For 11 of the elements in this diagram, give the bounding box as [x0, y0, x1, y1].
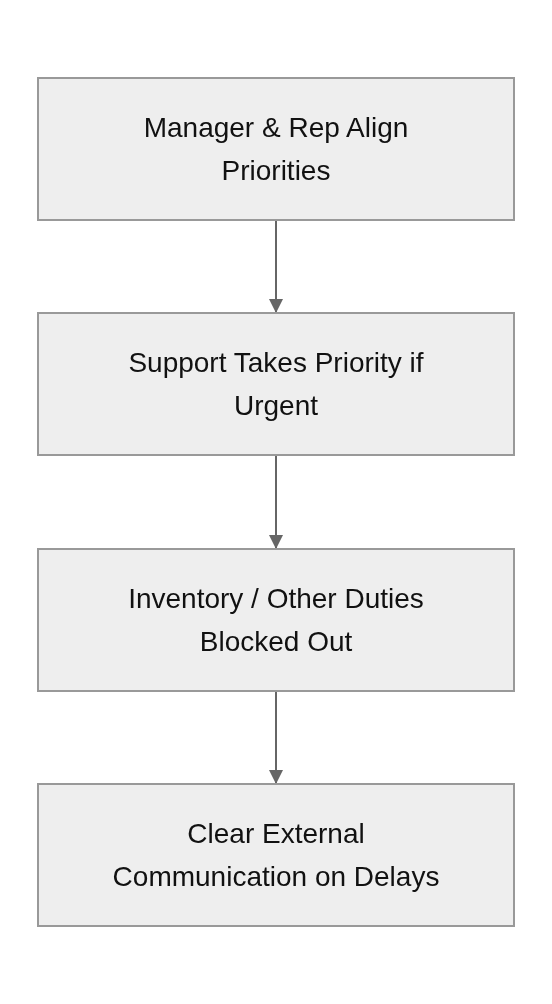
box-label: Manager & Rep Align Priorities: [142, 111, 410, 188]
box-label: Inventory / Other Duties Blocked Out: [127, 582, 425, 659]
process-box: [37, 783, 515, 927]
arrow: [269, 455, 283, 549]
process-box: [37, 312, 515, 456]
process-box: [37, 77, 515, 221]
arrow: [269, 220, 283, 313]
box-label: Clear External Communication on Delays: [111, 817, 441, 894]
arrow: [269, 691, 283, 784]
process-box: [37, 548, 515, 692]
box-label: Support Takes Priority if Urgent: [127, 346, 425, 423]
